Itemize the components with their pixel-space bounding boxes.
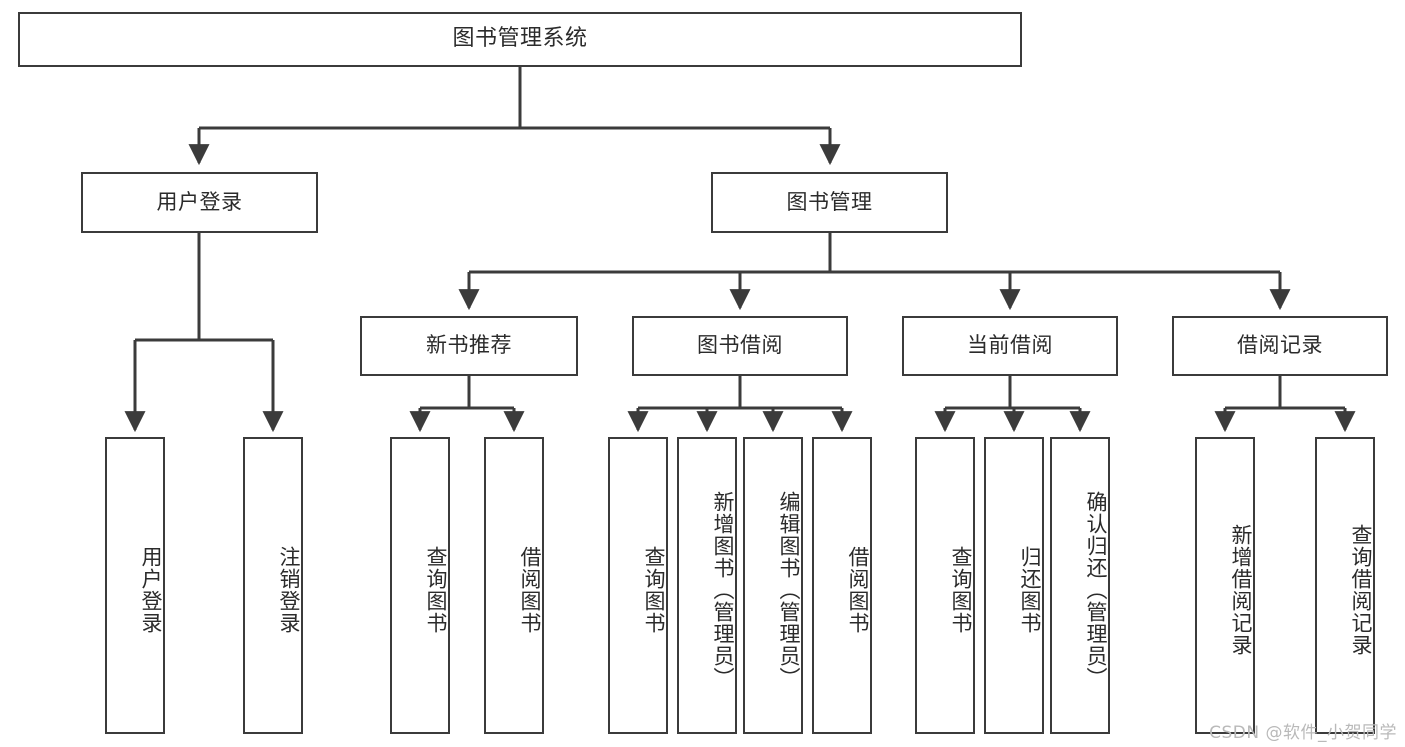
- node-label: 注销登录: [277, 546, 301, 634]
- node-label: 查询图书: [642, 546, 666, 634]
- node-root-title[interactable]: 图书管理系统: [18, 12, 1022, 67]
- node-label: 用户登录: [139, 546, 163, 634]
- leaf-current-borrow-confirm-return[interactable]: 确认归还（管理员）: [1050, 437, 1110, 734]
- leaf-user-login-logout[interactable]: 注销登录: [243, 437, 303, 734]
- node-label: 图书借阅: [697, 333, 783, 358]
- node-label: 新增借阅记录: [1229, 524, 1253, 656]
- node-book-management[interactable]: 图书管理: [711, 172, 948, 233]
- node-label: 用户登录: [156, 189, 243, 214]
- node-borrow-record[interactable]: 借阅记录: [1172, 316, 1388, 376]
- leaf-new-book-query[interactable]: 查询图书: [390, 437, 450, 734]
- watermark-text: CSDN @软件_小贺同学: [1209, 723, 1397, 743]
- node-label: 图书管理系统: [452, 26, 588, 52]
- leaf-book-borrow-borrow[interactable]: 借阅图书: [812, 437, 872, 734]
- node-user-login[interactable]: 用户登录: [81, 172, 318, 233]
- node-label: 借阅图书: [518, 546, 542, 634]
- node-current-borrow[interactable]: 当前借阅: [902, 316, 1118, 376]
- node-label: 借阅图书: [846, 546, 870, 634]
- leaf-book-borrow-edit[interactable]: 编辑图书（管理员）: [743, 437, 803, 734]
- node-label: 查询图书: [424, 546, 448, 634]
- node-label: 借阅记录: [1237, 333, 1323, 358]
- leaf-new-book-borrow[interactable]: 借阅图书: [484, 437, 544, 734]
- leaf-user-login-login[interactable]: 用户登录: [105, 437, 165, 734]
- leaf-current-borrow-return[interactable]: 归还图书: [984, 437, 1044, 734]
- node-label: 当前借阅: [967, 333, 1053, 358]
- node-book-borrow[interactable]: 图书借阅: [632, 316, 848, 376]
- leaf-book-borrow-query[interactable]: 查询图书: [608, 437, 668, 734]
- leaf-borrow-record-query[interactable]: 查询借阅记录: [1315, 437, 1375, 734]
- leaf-borrow-record-add[interactable]: 新增借阅记录: [1195, 437, 1255, 734]
- node-label: 新增图书（管理员）: [711, 491, 735, 689]
- node-label: 查询借阅记录: [1349, 524, 1373, 656]
- node-new-book-recommend[interactable]: 新书推荐: [360, 316, 578, 376]
- node-label: 新书推荐: [426, 333, 512, 358]
- node-label: 查询图书: [949, 546, 973, 634]
- leaf-book-borrow-add[interactable]: 新增图书（管理员）: [677, 437, 737, 734]
- node-label: 归还图书: [1018, 546, 1042, 634]
- node-label: 图书管理: [786, 189, 873, 214]
- node-label: 确认归还（管理员）: [1084, 491, 1108, 689]
- leaf-current-borrow-query[interactable]: 查询图书: [915, 437, 975, 734]
- node-label: 编辑图书（管理员）: [777, 491, 801, 689]
